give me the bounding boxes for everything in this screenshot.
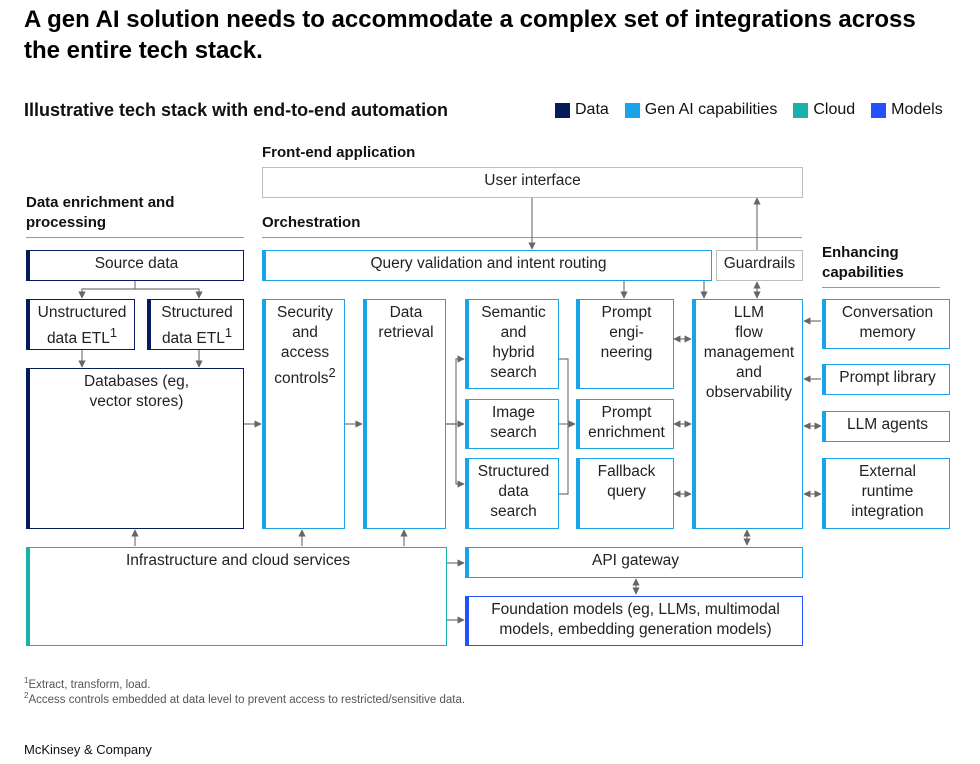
section-orchestration: Orchestration bbox=[262, 214, 361, 231]
legend-item-data: Data bbox=[555, 101, 609, 119]
footnote-1: 1Extract, transform, load. bbox=[24, 676, 151, 691]
label-api-gateway: API gateway bbox=[591, 552, 680, 569]
footnote-1-mark: 1 bbox=[24, 676, 29, 685]
footnote-2-mark: 2 bbox=[24, 691, 29, 700]
section-enhancing: Enhancing capabilities bbox=[822, 244, 904, 281]
box-api-gateway: API gateway bbox=[465, 547, 803, 578]
arrow-source-to-structured bbox=[135, 288, 203, 299]
footnote-mark-1: 1 bbox=[109, 325, 118, 340]
footnote-2: 2Access controls embedded at data level … bbox=[24, 691, 465, 706]
rule-enhancing bbox=[822, 287, 940, 288]
label-prompt-library: Prompt library bbox=[839, 369, 936, 386]
legend-label-genai: Gen AI capabilities bbox=[644, 101, 778, 118]
box-guardrails: Guardrails bbox=[716, 250, 803, 281]
footnote-mark-2: 2 bbox=[328, 365, 336, 380]
box-prompt-library: Prompt library bbox=[822, 364, 950, 395]
legend-label-models: Models bbox=[891, 101, 943, 118]
rule-data-enrichment bbox=[26, 237, 244, 238]
box-llm-agents: LLM agents bbox=[822, 411, 950, 442]
legend-item-cloud: Cloud bbox=[793, 101, 855, 119]
brand-logo-text: McKinsey & Company bbox=[24, 742, 152, 757]
arrow-retrieval-to-structured-search bbox=[455, 424, 465, 488]
label-source-data: Source data bbox=[94, 255, 179, 272]
page-title: A gen AI solution needs to accommodate a… bbox=[24, 6, 916, 64]
label-databases: Databases (eg,vector stores) bbox=[83, 373, 190, 410]
box-query-validation: Query validation and intent routing bbox=[262, 250, 712, 281]
arrow-source-to-unstructured bbox=[78, 281, 136, 299]
legend-swatch-cloud bbox=[793, 102, 809, 118]
label-guardrails: Guardrails bbox=[723, 255, 796, 272]
box-user-interface: User interface bbox=[262, 167, 803, 198]
legend-label-data: Data bbox=[575, 101, 609, 118]
legend-item-models: Models bbox=[871, 101, 943, 119]
legend-swatch-models bbox=[871, 102, 887, 118]
legend-swatch-data bbox=[555, 102, 570, 118]
legend: Data Gen AI capabilities Cloud Models bbox=[555, 101, 943, 119]
label-infrastructure: Infrastructure and cloud services bbox=[126, 552, 350, 569]
arrow-retrieval-to-semantic bbox=[446, 355, 465, 425]
label-user-interface: User interface bbox=[484, 172, 581, 189]
footnote-2-text: Access controls embedded at data level t… bbox=[28, 693, 466, 706]
section-data-enrichment: Data enrichment and processing bbox=[26, 194, 175, 231]
box-infrastructure: Infrastructure and cloud services bbox=[26, 547, 447, 646]
label-llm-agents: LLM agents bbox=[847, 416, 928, 433]
diagram-subtitle: Illustrative tech stack with end-to-end … bbox=[24, 100, 449, 120]
legend-item-genai: Gen AI capabilities bbox=[624, 101, 778, 119]
bracket-searches bbox=[559, 358, 569, 495]
box-databases: Databases (eg,vector stores) bbox=[26, 368, 244, 529]
label-query-validation: Query validation and intent routing bbox=[370, 255, 607, 272]
footnote-mark-1b: 1 bbox=[224, 325, 233, 340]
box-source-data: Source data bbox=[26, 250, 244, 281]
footnote-1-text: Extract, transform, load. bbox=[28, 678, 151, 691]
legend-label-cloud: Cloud bbox=[813, 101, 856, 118]
section-front-end: Front-end application bbox=[262, 144, 416, 161]
legend-swatch-genai bbox=[624, 102, 640, 118]
